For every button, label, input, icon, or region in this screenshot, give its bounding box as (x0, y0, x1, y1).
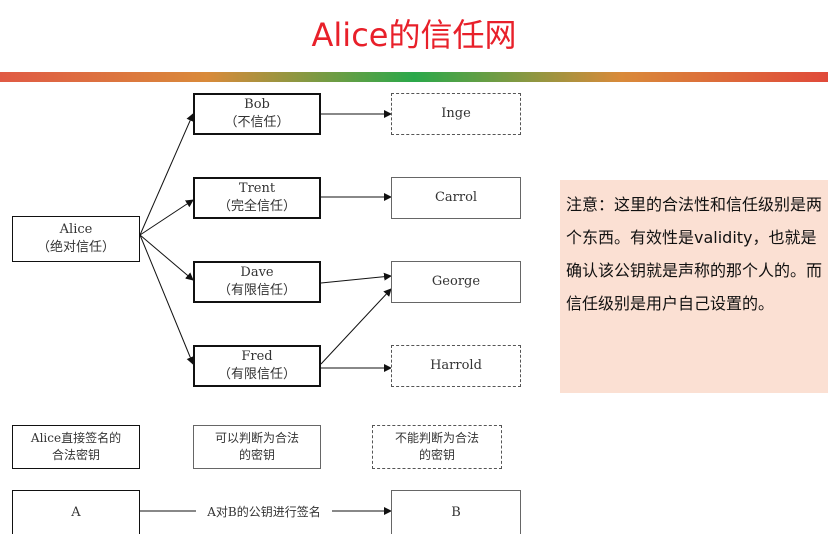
node-george-name: George (431, 274, 481, 289)
edge-dave-george (320, 272, 392, 284)
node-trent-name: Trent (238, 181, 276, 196)
legend-direct-line1: Alice直接签名的 (30, 431, 122, 445)
node-inge-name: Inge (441, 106, 471, 121)
legend-valid-line1: 可以判断为合法 (214, 431, 299, 445)
node-trent: Trent （完全信任） (193, 177, 321, 219)
legend-invalid-line2: 的密钥 (418, 448, 455, 462)
legend-valid-key: 可以判断为合法 的密钥 (193, 425, 321, 469)
node-george: George (391, 261, 521, 303)
node-alice: Alice （绝对信任） (12, 216, 140, 262)
node-dave-trust: （有限信任） (217, 283, 296, 298)
legend-invalid-line1: 不能判断为合法 (394, 431, 479, 445)
node-alice-name: Alice (59, 222, 93, 237)
diagram-title: Alice的信任网 (311, 16, 517, 54)
node-bob-name: Bob (244, 97, 270, 112)
node-fred-name: Fred (241, 349, 273, 364)
edge-fred-george (320, 288, 392, 365)
legend-box-b: B (391, 490, 521, 534)
gradient-divider (0, 72, 828, 82)
legend-box-b-label: B (451, 504, 461, 520)
legend-box-a: A (12, 490, 140, 534)
node-carrol: Carrol (391, 177, 521, 219)
node-dave-name: Dave (240, 265, 274, 280)
legend-direct-signed: Alice直接签名的 合法密钥 (12, 425, 140, 469)
note-text: 注意：这里的合法性和信任级别是两个东西。有效性是validity，也就是确认该公… (566, 195, 823, 313)
node-dave: Dave （有限信任） (193, 261, 321, 303)
legend-sign-label: A对B的公钥进行签名 (196, 503, 332, 520)
edge-alice-bob (139, 113, 194, 236)
edge-alice-trent (139, 199, 194, 236)
node-harrold: Harrold (391, 345, 521, 387)
node-harrold-name: Harrold (430, 358, 482, 373)
edge-alice-fred (139, 234, 195, 365)
node-fred-trust: （有限信任） (217, 367, 296, 382)
node-fred: Fred （有限信任） (193, 345, 321, 387)
node-trent-trust: （完全信任） (217, 199, 296, 214)
note-box: 注意：这里的合法性和信任级别是两个东西。有效性是validity，也就是确认该公… (560, 180, 828, 393)
legend-direct-line2: 合法密钥 (51, 448, 100, 462)
node-inge: Inge (391, 93, 521, 135)
node-carrol-name: Carrol (434, 190, 478, 205)
legend-box-a-label: A (71, 504, 81, 520)
node-bob-trust: （不信任） (224, 115, 290, 130)
node-bob: Bob （不信任） (193, 93, 321, 135)
legend-valid-line2: 的密钥 (238, 448, 275, 462)
edge-alice-dave (139, 234, 194, 281)
node-alice-trust: （绝对信任） (36, 240, 115, 255)
legend-invalid-key: 不能判断为合法 的密钥 (372, 425, 502, 469)
